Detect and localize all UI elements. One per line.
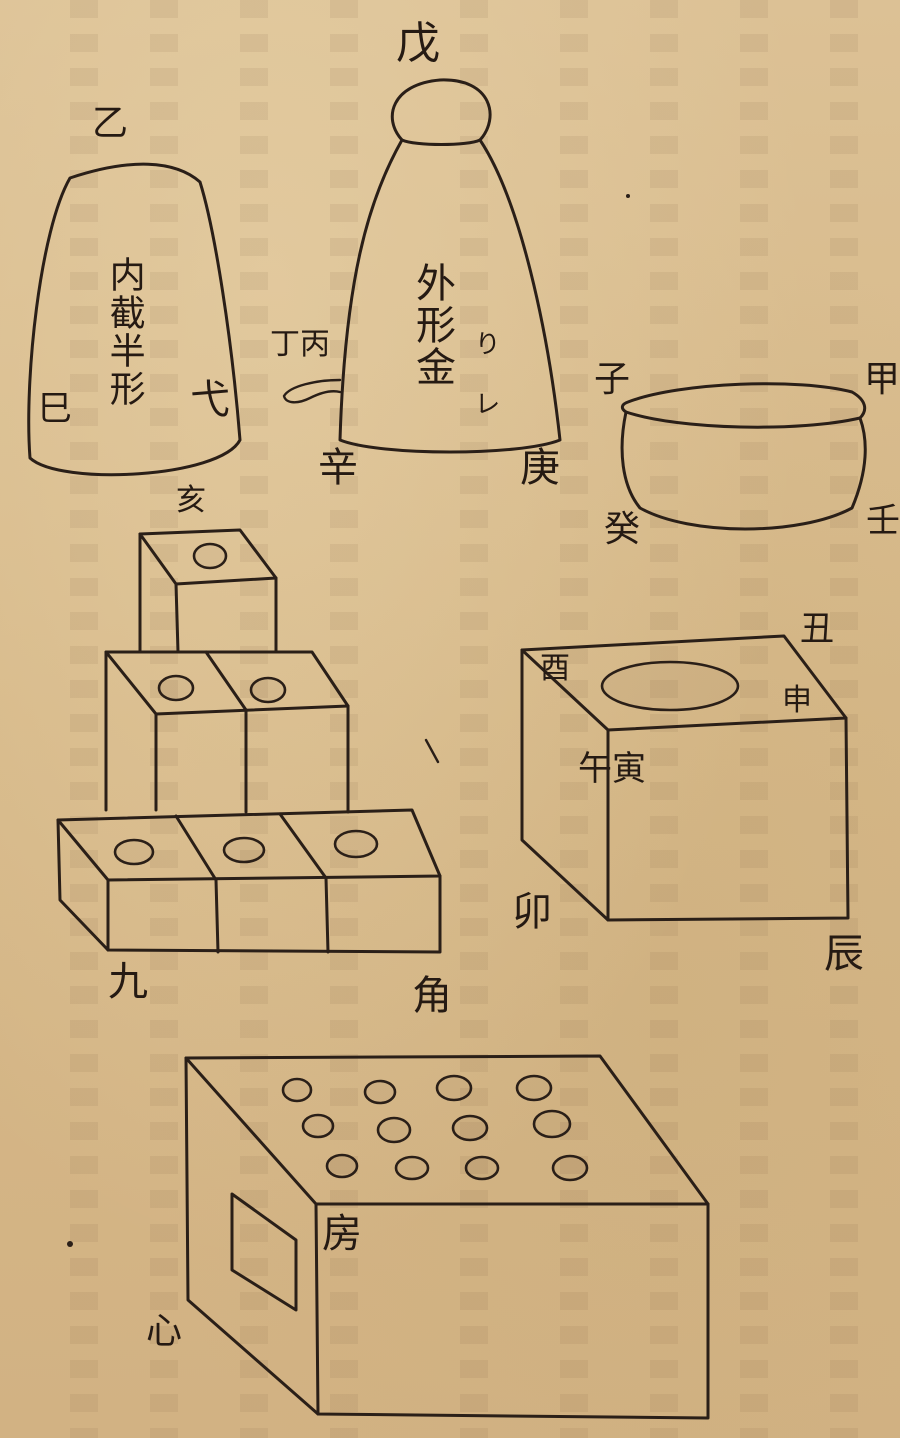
label-chou: 丑 — [800, 609, 834, 649]
cube-figure — [520, 634, 850, 922]
outer-form-mold-figure — [282, 78, 562, 454]
stacked-blocks-figure — [56, 528, 442, 954]
label-wu-yin: 午寅 — [578, 749, 646, 789]
label-outer-form-metal: 外形金 — [409, 262, 455, 388]
bleed-through-column — [560, 0, 588, 1438]
label-fang: 房 — [322, 1211, 362, 1257]
label-jiao: 角 — [412, 973, 452, 1019]
label-gui: 癸 — [604, 509, 641, 550]
label-ren: 壬 — [866, 501, 900, 541]
bleed-through-column — [330, 0, 358, 1438]
label-chen: 辰 — [824, 931, 864, 977]
ink-mark — [424, 738, 440, 764]
box-with-holes-figure — [184, 1054, 710, 1420]
label-you: 酉 — [540, 651, 570, 686]
label-xin: 辛 — [318, 445, 358, 491]
label-si: 巳 — [38, 389, 72, 429]
label-jia: 甲 — [864, 359, 900, 400]
bleed-through-column — [740, 0, 768, 1438]
label-yi: 乙 — [92, 103, 129, 144]
label-shen: 申 — [782, 683, 812, 718]
ink-dot — [626, 194, 630, 198]
label-mao: 卯 — [512, 889, 552, 935]
label-zi: 子 — [594, 359, 631, 400]
bowl-figure — [620, 382, 867, 531]
bleed-through-column — [460, 0, 488, 1438]
bleed-through-column — [70, 0, 98, 1438]
label-xin-heart: 心 — [146, 1311, 183, 1352]
label-dai: 弋 — [190, 377, 230, 423]
ink-dot — [67, 1241, 73, 1247]
label-wu: 戊 — [396, 18, 440, 69]
label-hai: 亥 — [176, 483, 206, 518]
label-half-section-form: 内截半形 — [103, 256, 145, 408]
bleed-through-column — [650, 0, 678, 1438]
label-bing-ding: 丁丙 — [270, 327, 330, 362]
half-section-mold-figure — [27, 162, 242, 477]
label-geng: 庚 — [520, 445, 560, 491]
label-li: り レ — [470, 330, 500, 418]
label-jiu: 九 — [108, 959, 148, 1005]
